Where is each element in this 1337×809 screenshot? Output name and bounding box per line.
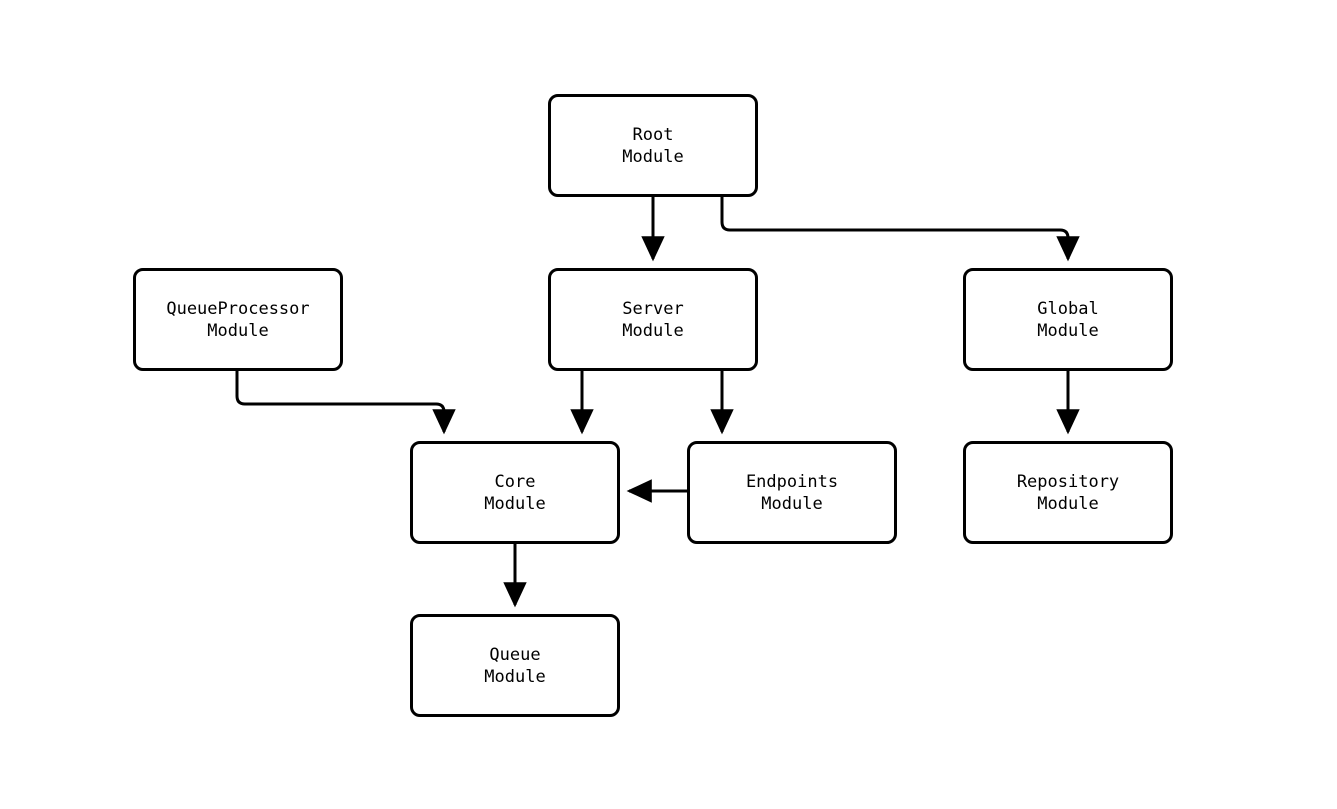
node-queueprocessor-module[interactable]: QueueProcessor Module [133, 268, 343, 371]
node-root-module[interactable]: Root Module [548, 94, 758, 197]
node-label: Core Module [484, 471, 546, 514]
node-label: QueueProcessor Module [166, 298, 310, 341]
node-label: Server Module [622, 298, 684, 341]
node-repository-module[interactable]: Repository Module [963, 441, 1173, 544]
edge-root-global [720, 197, 1080, 262]
node-endpoints-module[interactable]: Endpoints Module [687, 441, 897, 544]
node-label: Endpoints Module [745, 471, 839, 514]
node-label: Queue Module [484, 644, 546, 687]
edge-queueprocessor-core [235, 371, 456, 435]
node-queue-module[interactable]: Queue Module [410, 614, 620, 717]
node-label: Root Module [622, 124, 684, 167]
node-core-module[interactable]: Core Module [410, 441, 620, 544]
node-global-module[interactable]: Global Module [963, 268, 1173, 371]
node-label: Global Module [1037, 298, 1099, 341]
node-label: Repository Module [1016, 471, 1120, 514]
node-server-module[interactable]: Server Module [548, 268, 758, 371]
